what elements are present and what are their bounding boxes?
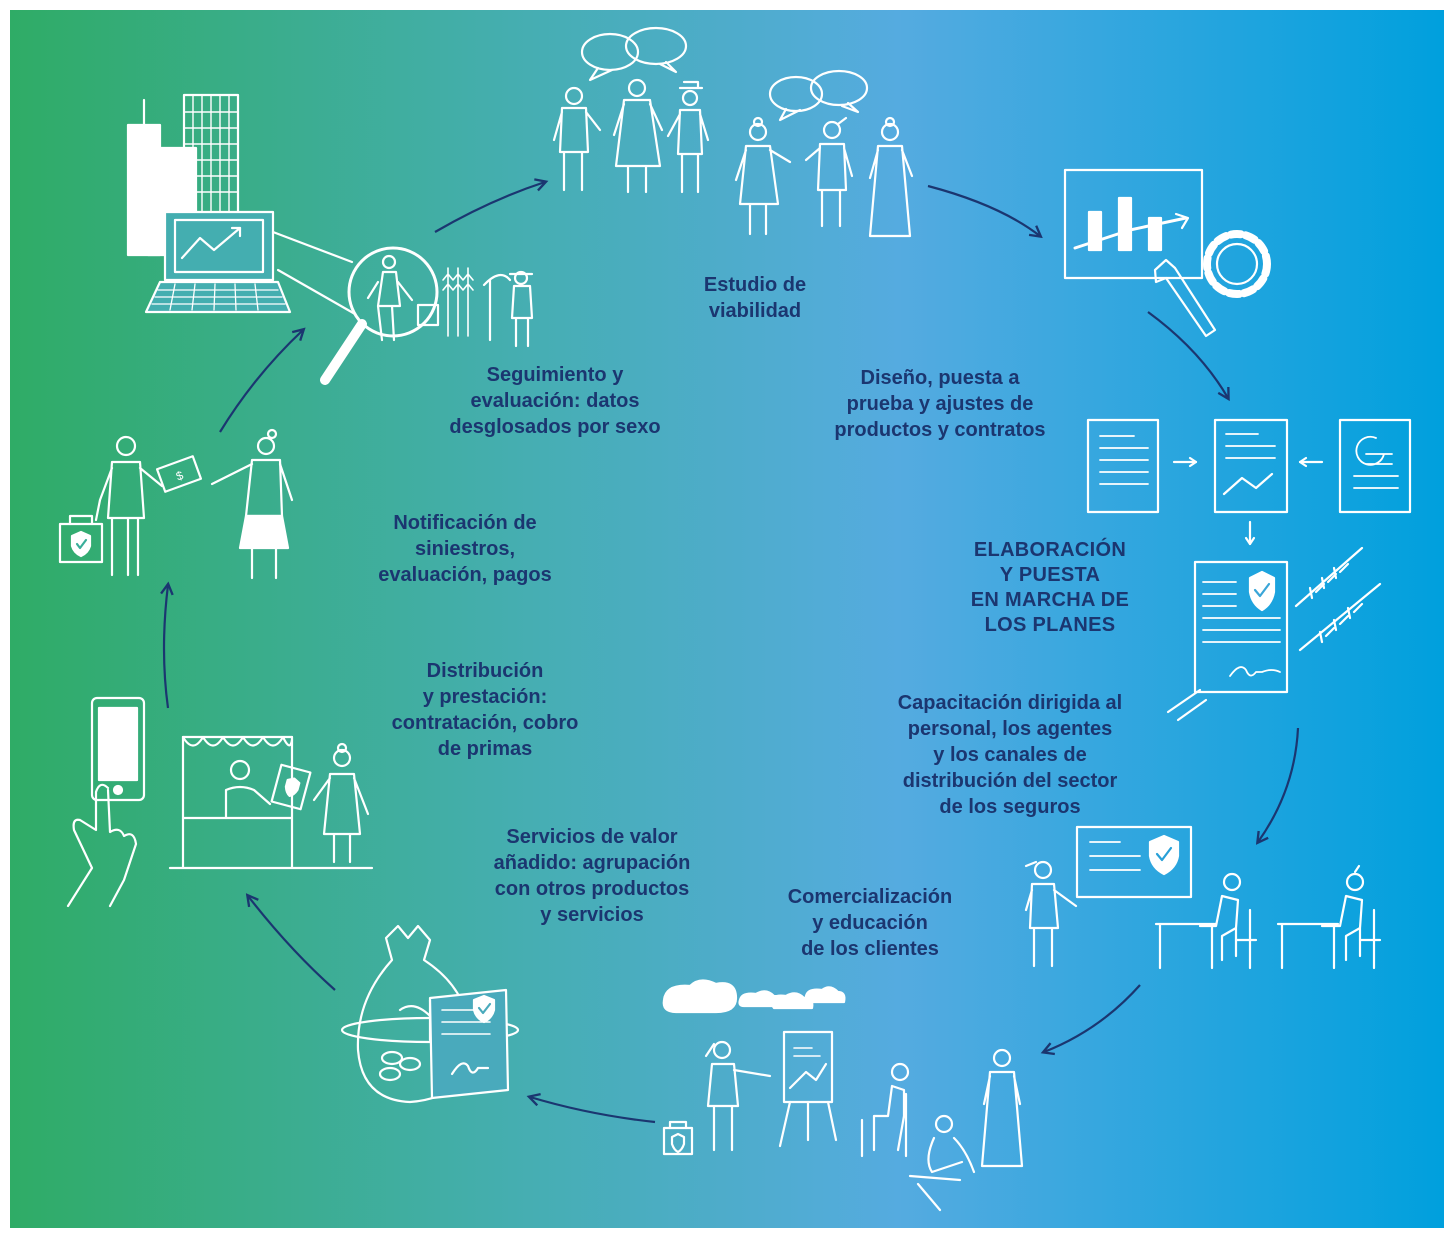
arrow-training-to-marketing <box>1044 984 1141 1052</box>
center-title: ELABORACIÓN Y PUESTA EN MARCHA DE LOS PL… <box>970 539 1130 636</box>
step-label-monitoring: Seguimiento y evaluación: datos desglosa… <box>449 364 661 438</box>
cycle-arrows <box>164 182 1300 1124</box>
city-laptop-magnifier-icon <box>126 93 534 385</box>
people-discussion-icon <box>552 26 914 238</box>
arrow-marketing-to-valueadded <box>530 1097 656 1124</box>
community-presentation-icon <box>662 979 1024 1212</box>
svg-text:$: $ <box>174 468 185 484</box>
step-label-viability: Estudio de viabilidad <box>703 274 807 322</box>
arrow-valueadded-to-distribution <box>248 896 336 991</box>
arrow-distribution-to-claims <box>164 585 168 709</box>
documents-flow-icon <box>1086 418 1412 722</box>
step-label-design: Diseño, puesta a prueba y ajustes de pro… <box>834 367 1046 441</box>
step-label-training: Capacitación dirigida al personal, los a… <box>897 692 1123 818</box>
seed-bag-policy-icon <box>340 924 520 1104</box>
arrow-monitoring-to-viability <box>434 182 545 233</box>
arrow-viability-to-design <box>927 184 1040 236</box>
step-label-distribution: Distribución y prestación: contratación,… <box>391 660 579 760</box>
arrow-design-to-plans <box>1147 311 1228 398</box>
cycle-illustration: $ <box>58 26 1412 1212</box>
arrow-plans-to-training <box>1258 727 1300 842</box>
step-label-claims: Notificación de siniestros, evaluación, … <box>378 512 552 586</box>
step-label-marketing: Comercialización y educación de los clie… <box>787 886 953 960</box>
arrow-claims-to-monitoring <box>219 330 303 433</box>
chart-gear-icon <box>1063 168 1271 338</box>
step-label-value-added: Servicios de valor añadido: agrupación c… <box>493 826 691 926</box>
payment-handover-icon: $ <box>58 428 294 580</box>
diagram-canvas: $ Estudio de viabilidad Diseño, puesta a… <box>10 10 1444 1228</box>
classroom-training-icon <box>1024 825 1382 970</box>
phone-market-stall-icon <box>66 696 374 908</box>
